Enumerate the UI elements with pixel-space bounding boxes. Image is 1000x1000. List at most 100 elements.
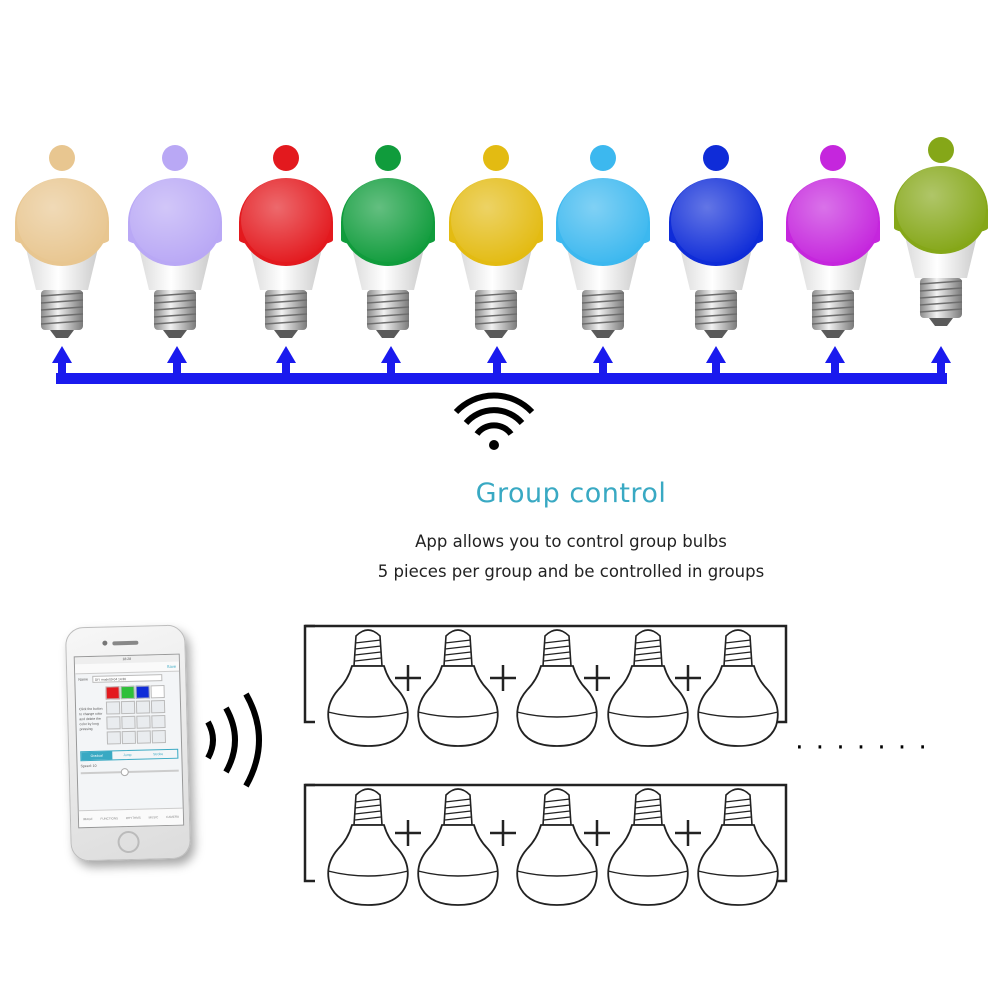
color-bulb [669,145,763,338]
plus-icon [395,820,421,846]
color-grid-area: Click the button to change color and del… [75,683,181,748]
color-swatch[interactable] [150,700,166,714]
color-dot [375,145,401,171]
bulb-tip [50,330,74,338]
save-button[interactable]: Save [166,663,177,669]
status-time: 18:28 [122,656,132,662]
mode-option[interactable]: Gradual [81,751,113,761]
color-swatch[interactable] [136,730,152,744]
outline-bulb [516,788,598,906]
plus-icon [584,665,610,691]
right-bracket [305,624,788,724]
arrow-up [487,346,507,380]
speaker-grille [112,640,139,646]
color-swatch[interactable] [135,685,150,699]
color-dot [273,145,299,171]
camera-icon [102,640,108,646]
color-bulb [786,145,880,338]
color-swatch[interactable] [120,700,136,715]
description-line-2: 5 pieces per group and be controlled in … [377,562,765,581]
color-bulbs-row [15,137,988,338]
right-bracket [305,783,788,883]
plus-icon [490,820,516,846]
outline-bulb [417,788,499,906]
arrow-up [167,346,187,380]
color-bulb [128,145,222,338]
color-swatch[interactable] [121,730,137,745]
color-bulb [15,145,109,338]
color-bulb [239,145,333,338]
color-swatch[interactable] [136,715,151,729]
color-bulb [449,145,543,338]
tab-item[interactable]: FUNCTIONS [100,816,119,821]
slider-knob[interactable] [120,767,129,777]
outline-bulb [607,788,689,906]
bulb-tip [274,330,298,338]
plus-icon [675,665,701,691]
bulb-group [303,624,788,747]
bulb-tip [591,330,615,338]
tab-item[interactable]: RHYTHMS [125,815,141,821]
outline-bulb [697,629,779,747]
bulb-screw [475,290,517,330]
bulb-tip [704,330,728,338]
color-swatch[interactable] [120,685,135,700]
bulb-group [303,783,788,906]
plus-icon [395,665,421,691]
group-control-title: Group control [475,478,667,509]
bulb-tip [376,330,400,338]
color-dot [820,145,846,171]
color-swatch[interactable] [151,730,167,744]
outline-bulb [607,629,689,747]
bulb-tip [821,330,845,338]
arrow-up [706,346,726,380]
bulb-screw [920,278,962,318]
color-swatch[interactable] [121,715,136,730]
wifi-icon [453,392,535,450]
name-field[interactable]: DIY mode09-04 14:30 [91,674,162,683]
bulb-screw [41,290,83,330]
color-dot [483,145,509,171]
color-swatch[interactable] [106,716,121,730]
color-swatch[interactable] [135,700,151,714]
arrow-up [825,346,845,380]
tab-item[interactable]: IMAGE [82,816,93,822]
outline-bulb [697,788,779,906]
color-swatch[interactable] [151,715,166,729]
color-swatch[interactable] [105,701,121,715]
outline-bulb [417,629,499,747]
mode-option[interactable]: Strobe [153,752,164,757]
bulb-tip [929,318,953,326]
mode-option[interactable]: Jump [123,752,132,758]
plus-icon [490,665,516,691]
arrow-up [931,346,951,380]
bulb-tip [484,330,508,338]
color-dot [703,145,729,171]
signal-waves-icon [205,692,262,788]
color-bulb [556,145,650,338]
horizontal-bus [56,373,947,384]
color-swatch[interactable] [105,686,120,700]
color-swatch[interactable] [106,731,122,745]
description-line-1: App allows you to control group bulbs [415,532,727,551]
color-dot [49,145,75,171]
plus-icon [584,820,610,846]
tab-item[interactable]: MUSIC [148,815,159,820]
outline-bulb [516,629,598,747]
bulb-groups [303,624,788,906]
arrow-up [52,346,72,380]
tab-item[interactable]: CAMERA [166,814,180,820]
outline-bulb [327,788,409,906]
color-dot [928,137,954,163]
color-dot [590,145,616,171]
plus-icon [675,820,701,846]
color-dot [162,145,188,171]
arrow-up [381,346,401,380]
home-button[interactable] [117,830,140,854]
distribution-arrows [52,346,951,384]
tab-bar: IMAGE FUNCTIONS RHYTHMS MUSIC CAMERA [78,807,184,828]
bulb-screw [367,290,409,330]
color-swatch[interactable] [150,685,165,699]
